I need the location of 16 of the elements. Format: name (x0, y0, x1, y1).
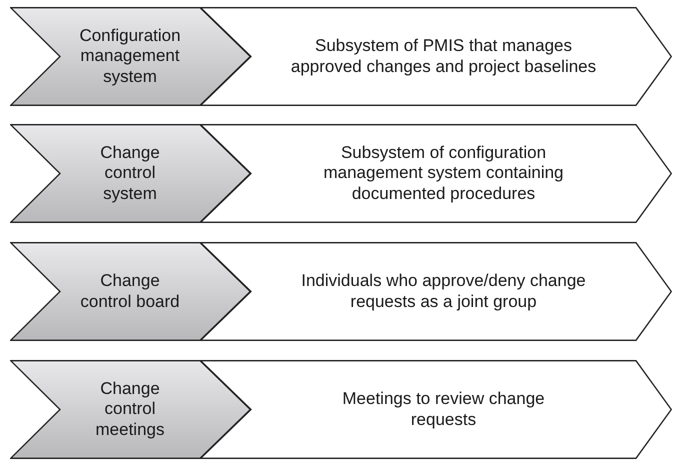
description-text: Meetings to review change requests (341, 389, 546, 430)
term-label: Change control meetings (94, 378, 166, 440)
term-panel (10, 7, 251, 106)
term-panel (10, 242, 251, 341)
term-panel (10, 124, 251, 223)
description-text: Individuals who approve/deny change requests as a joint group (300, 271, 587, 312)
term-label: Change control system (99, 142, 161, 204)
description-panel (200, 7, 672, 106)
description-text: Subsystem of PMIS that manages approved changes and project baselines (290, 36, 598, 77)
description-panel (200, 360, 672, 459)
term-label: Change control board (79, 271, 181, 312)
description-panel (200, 124, 672, 223)
description-panel (200, 242, 672, 341)
description-text: Subsystem of configuration management system containing documented procedures (322, 142, 565, 204)
term-panel (10, 360, 251, 459)
term-label: Configuration management system (78, 26, 182, 88)
